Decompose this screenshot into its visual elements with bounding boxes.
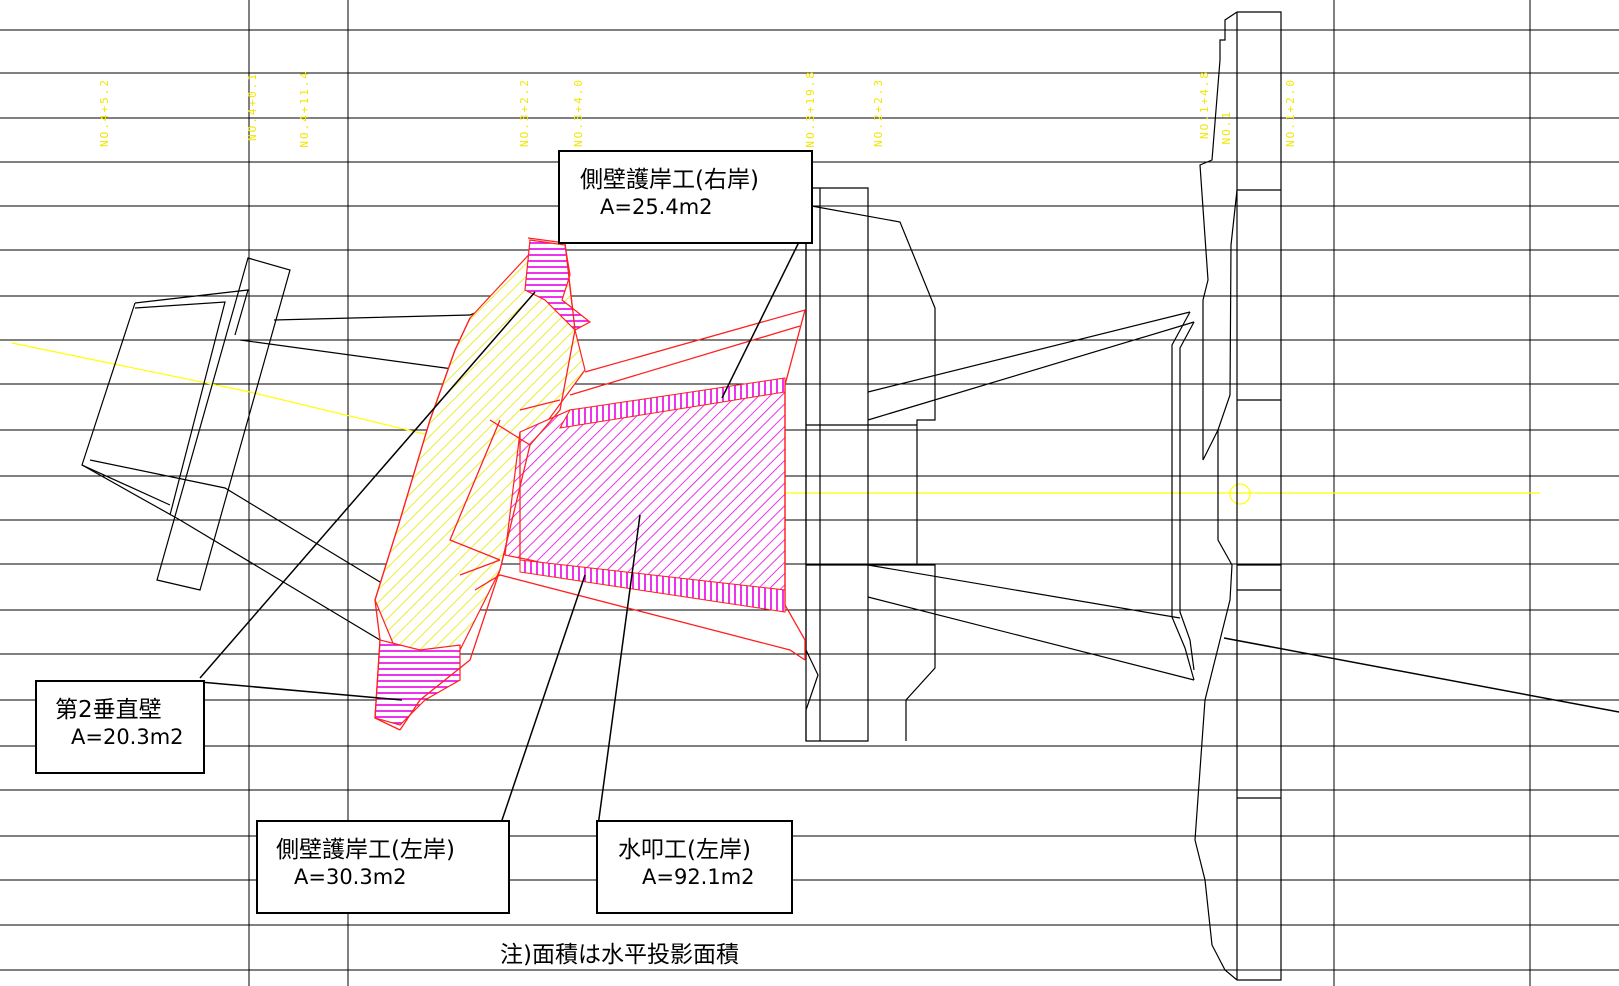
callout-title: 側壁護岸工(左岸) [276,837,455,863]
structure-outline [81,11,1282,981]
callout-title: 水叩工(左岸) [618,837,751,863]
station-label: NO.3+2.2 [518,78,531,147]
station-label: NO.4+0.1 [246,72,259,141]
water-cushion-area [504,377,786,613]
station-label: NO.4+11.4 [298,70,311,148]
note-text: 注)面積は水平投影面積 [500,942,739,968]
station-label: NO.1+2.0 [1284,78,1297,147]
callout-right-side-wall: 側壁護岸工(右岸) A=25.4m2 [558,150,813,244]
callout-title: 第2垂直壁 [55,697,162,723]
station-label: NO.1 [1220,110,1233,145]
callout-area: A=92.1m2 [642,865,755,889]
station-label: NO.2+2.3 [872,78,885,147]
callout-left-side-wall: 側壁護岸工(左岸) A=30.3m2 [256,820,510,914]
leader-lines [199,239,1619,827]
station-label: NO.1+4.8 [1198,70,1211,139]
station-label: NO.3+4.0 [572,78,585,147]
callout-second-vertical-wall: 第2垂直壁 A=20.3m2 [35,680,205,774]
callout-water-cushion: 水叩工(左岸) A=92.1m2 [596,820,793,914]
callout-title: 側壁護岸工(右岸) [580,167,759,193]
station-label: NO.3+19.8 [804,70,817,148]
callout-area: A=25.4m2 [600,195,713,219]
station-label: NO.4+5.2 [98,78,111,147]
callout-area: A=30.3m2 [294,865,407,889]
callout-area: A=20.3m2 [71,725,184,749]
red-outlines [374,237,806,731]
wall-strip-areas [374,239,592,726]
